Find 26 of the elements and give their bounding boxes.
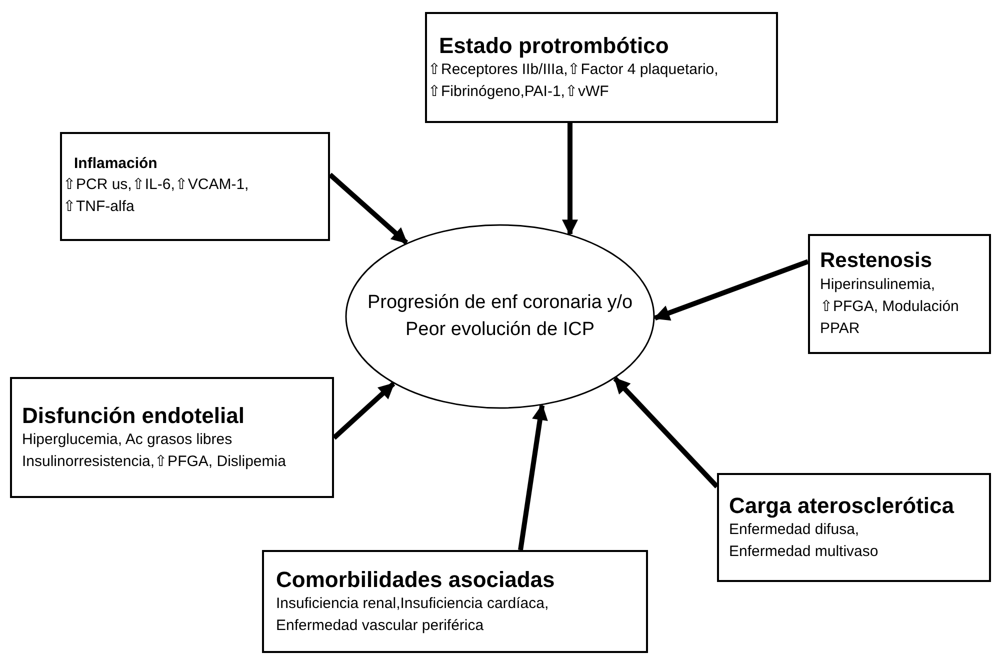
box-body-text: Hiperglucemia, Ac grasos libres Insulinorresistencia,⇧PFGA, Dislipemia (22, 430, 287, 472)
box-body-text: Hiperinsulinemia, ⇧PFGA, Modulación PPAR (820, 275, 960, 340)
arrow (328, 172, 408, 245)
factor-box (262, 550, 648, 653)
box-heading: Carga aterosclerótica (729, 492, 956, 520)
arrow (613, 376, 719, 488)
box-heading: Estado protrombótico (439, 32, 670, 60)
box-heading: Disfunción endotelial (22, 402, 246, 430)
box-body-text: ⇧Receptores IIb/IIIa,⇧Factor 4 plaquetario, ⇧Fibrinógeno,PAI-1,⇧vWF (428, 60, 720, 102)
box-heading: Comorbilidades asociadas (276, 566, 556, 594)
arrow (518, 404, 548, 550)
factor-box (10, 377, 334, 498)
factor-box (425, 12, 778, 123)
factor-box (717, 473, 991, 582)
outcome-text: Progresión de enf coronaria y/o Peor evolución de ICP (366, 291, 634, 342)
factor-box (808, 234, 991, 354)
outcome-ellipse (345, 224, 655, 409)
arrow (653, 259, 809, 321)
factor-box (60, 132, 330, 241)
box-body-text: Enfermedad difusa, Enfermedad multivaso (729, 520, 880, 562)
arrow (332, 382, 396, 440)
box-heading: Inflamación (74, 155, 158, 174)
box-heading: Restenosis (820, 248, 934, 274)
box-body-text: Insuficiencia renal,Insuficiencia cardíaca, Enfermedad vascular periférica (276, 594, 550, 636)
box-body-text: ⇧PCR us,⇧IL-6,⇧VCAM-1, ⇧TNF-alfa (63, 174, 250, 217)
arrow (562, 123, 578, 236)
